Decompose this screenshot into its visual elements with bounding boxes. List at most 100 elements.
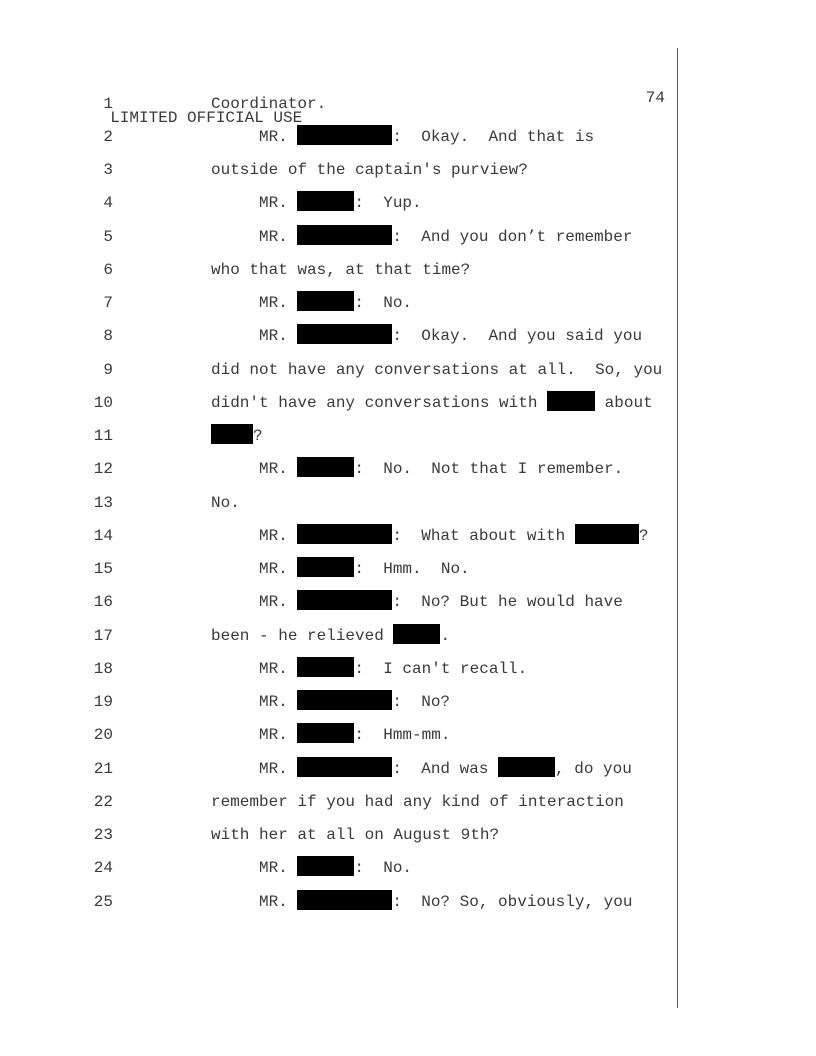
text-segment: MR. bbox=[211, 560, 298, 578]
text-segment: : No. Not that I remember. bbox=[354, 460, 624, 479]
line-text: No. bbox=[211, 487, 240, 520]
text-segment: been - he relieved bbox=[211, 626, 394, 645]
line-text: did not have any conversations at all. S… bbox=[211, 354, 662, 387]
line-text: didn't have any conversations with about bbox=[211, 387, 653, 420]
redaction-box bbox=[211, 424, 253, 444]
text-segment: MR. bbox=[211, 327, 298, 346]
text-segment: with her at all on August 9th? bbox=[211, 826, 500, 844]
line-number: 6 bbox=[103, 260, 113, 279]
text-segment: MR. bbox=[211, 726, 298, 745]
line-text: MR. : I can't recall. bbox=[211, 653, 527, 686]
redaction-box bbox=[297, 291, 355, 311]
transcript-line: 18 MR. : I can't recall. bbox=[0, 653, 816, 686]
line-text: MR. : No? bbox=[211, 686, 450, 719]
text-segment: : Hmm-mm. bbox=[354, 726, 451, 745]
line-text: MR. : Hmm. No. bbox=[211, 553, 470, 586]
redaction-box bbox=[297, 457, 355, 478]
line-number: 23 bbox=[93, 826, 113, 844]
line-number: 12 bbox=[93, 460, 113, 479]
line-text: MR. : Yup. bbox=[211, 187, 422, 220]
line-number: 3 bbox=[103, 161, 113, 179]
text-segment: remember if you had any kind of interact… bbox=[211, 792, 624, 811]
line-number: 5 bbox=[103, 227, 113, 246]
line-number: 1 bbox=[103, 94, 113, 113]
text-segment: MR. bbox=[211, 194, 298, 213]
text-segment: who that was, at that time? bbox=[211, 260, 471, 279]
line-number: 7 bbox=[103, 294, 113, 312]
line-number: 8 bbox=[103, 327, 113, 346]
line-number: 18 bbox=[93, 659, 113, 678]
redaction-box bbox=[498, 756, 556, 777]
redaction-box bbox=[297, 656, 355, 677]
redaction-box bbox=[297, 756, 393, 777]
line-text: ? bbox=[211, 420, 263, 453]
line-text: MR. : And was , do you bbox=[211, 753, 632, 786]
line-number: 10 bbox=[93, 393, 113, 412]
text-segment: didn't have any conversations with bbox=[211, 393, 548, 412]
transcript-line: 9 did not have any conversations at all. … bbox=[0, 354, 816, 387]
text-segment: . bbox=[440, 626, 451, 645]
text-segment: : Hmm. No. bbox=[354, 560, 470, 578]
page-header: LIMITED OFFICIAL USE 74 bbox=[91, 88, 665, 127]
transcript-line: 22 remember if you had any kind of intera… bbox=[0, 786, 816, 819]
redaction-box bbox=[297, 324, 393, 345]
classification-marking: LIMITED OFFICIAL USE bbox=[110, 109, 303, 127]
transcript-line: 3 outside of the captain's purview? bbox=[0, 154, 816, 187]
transcript-line: 10 didn't have any conversations with abo… bbox=[0, 387, 816, 420]
transcript-line: 23 with her at all on August 9th? bbox=[0, 819, 816, 852]
line-number: 22 bbox=[93, 792, 113, 811]
text-segment: : Okay. And that is bbox=[392, 127, 595, 146]
line-number: 24 bbox=[93, 859, 113, 878]
line-text: remember if you had any kind of interact… bbox=[211, 786, 624, 819]
text-segment: : Yup. bbox=[354, 194, 422, 213]
redaction-box bbox=[393, 623, 441, 644]
transcript-line: 19 MR. : No? bbox=[0, 686, 816, 719]
line-number: 14 bbox=[93, 526, 113, 545]
transcript-line: 6 who that was, at that time? bbox=[0, 254, 816, 287]
text-segment: outside of the captain's purview? bbox=[211, 161, 528, 179]
transcript-line: 15 MR. : Hmm. No. bbox=[0, 553, 816, 586]
line-text: been - he relieved . bbox=[211, 620, 450, 653]
redaction-box bbox=[297, 889, 393, 910]
text-segment: MR. bbox=[211, 460, 298, 479]
text-segment: MR. bbox=[211, 859, 298, 878]
redaction-box bbox=[297, 856, 355, 877]
text-segment: , do you bbox=[555, 759, 632, 778]
line-text: MR. : No. bbox=[211, 852, 412, 885]
transcript-line: 4 MR. : Yup. bbox=[0, 187, 816, 220]
transcript-line: 12 MR. : No. Not that I remember. bbox=[0, 453, 816, 486]
line-number: 9 bbox=[103, 360, 113, 379]
text-segment: : No? But he would have bbox=[392, 593, 623, 612]
redaction-box bbox=[574, 523, 639, 544]
transcript-line: 11? bbox=[0, 420, 816, 453]
text-segment: MR. bbox=[211, 294, 298, 312]
transcript-line: 20 MR. : Hmm-mm. bbox=[0, 719, 816, 752]
text-segment: ? bbox=[638, 526, 649, 545]
transcript-line: 24 MR. : No. bbox=[0, 852, 816, 885]
text-segment: MR. bbox=[211, 227, 298, 246]
page-number: 74 bbox=[645, 89, 665, 107]
text-segment: MR. bbox=[211, 127, 298, 146]
transcript-line: 7 MR. : No. bbox=[0, 287, 816, 320]
line-number: 2 bbox=[103, 127, 113, 146]
text-segment: MR. bbox=[211, 892, 298, 911]
text-segment: : No? So, obviously, you bbox=[392, 892, 633, 911]
transcript-line: 5 MR. : And you don’t remember bbox=[0, 221, 816, 254]
line-text: MR. : No. bbox=[211, 287, 412, 320]
text-segment: did not have any conversations at all. S… bbox=[211, 360, 663, 379]
line-text: outside of the captain's purview? bbox=[211, 154, 528, 187]
line-text: MR. : Hmm-mm. bbox=[211, 719, 450, 752]
transcript-line: 2 MR. : Okay. And that is bbox=[0, 121, 816, 154]
line-text: MR. : No? So, obviously, you bbox=[211, 886, 632, 919]
text-segment: : I can't recall. bbox=[354, 659, 528, 678]
line-number: 25 bbox=[93, 892, 113, 911]
transcript-line: 25 MR. : No? So, obviously, you bbox=[0, 886, 816, 919]
line-number: 21 bbox=[93, 759, 113, 778]
redaction-box bbox=[547, 390, 596, 411]
redaction-box bbox=[297, 224, 393, 245]
line-number: 11 bbox=[93, 427, 113, 445]
